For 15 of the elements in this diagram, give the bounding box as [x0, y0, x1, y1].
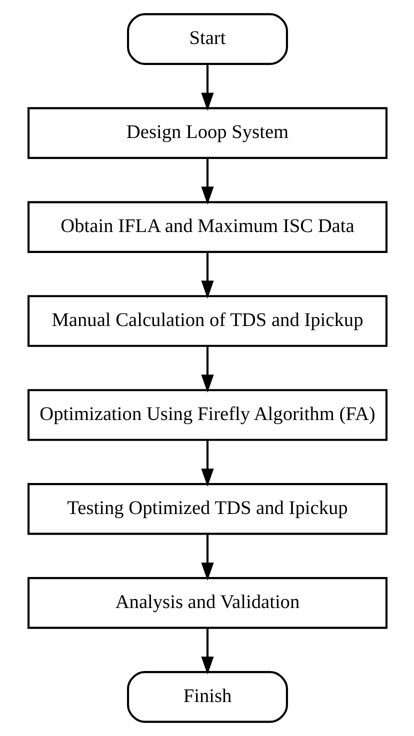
arrow	[200, 158, 214, 205]
node-box: Analysis and Validation	[27, 577, 387, 629]
arrow	[200, 252, 214, 299]
node-box: Design Loop System	[27, 107, 387, 159]
arrow	[200, 64, 214, 111]
node-box: Obtain IFLA and Maximum ISC Data	[27, 201, 387, 253]
node-box: Start	[126, 13, 288, 65]
node-box: Manual Calculation of TDS and Ipickup	[27, 295, 387, 347]
arrow	[200, 628, 214, 675]
arrow	[200, 534, 214, 581]
node-box: Optimization Using Firefly Algorithm (FA)	[27, 389, 387, 441]
node-box: Finish	[126, 671, 288, 723]
arrow	[200, 346, 214, 393]
node-box: Testing Optimized TDS and Ipickup	[27, 483, 387, 535]
arrow	[200, 440, 214, 487]
